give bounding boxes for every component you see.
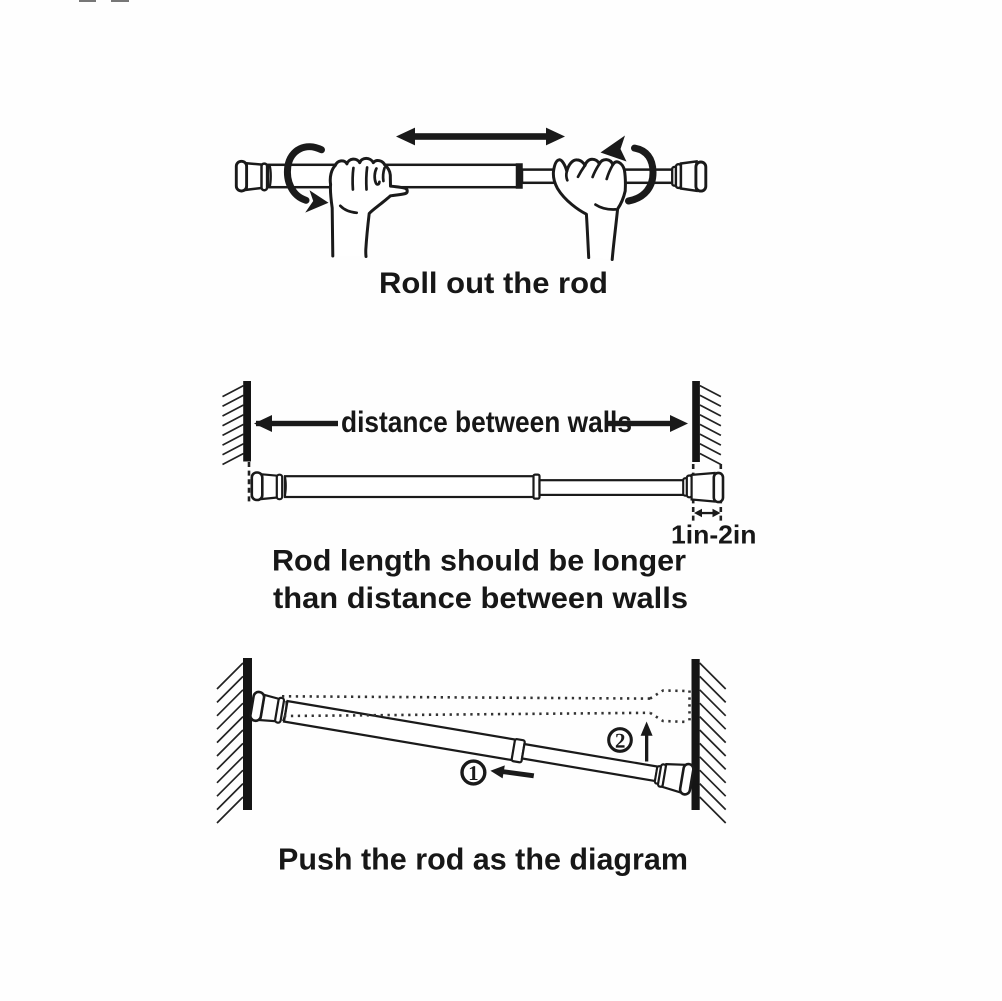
svg-text:Rod length should be longer: Rod length should be longer [272,545,686,578]
svg-text:than distance between walls: than distance between walls [273,582,688,615]
svg-text:distance between walls: distance between walls [341,406,632,439]
svg-text:Roll out the rod: Roll out the rod [379,267,608,300]
svg-text:1in-2in: 1in-2in [671,520,757,550]
svg-text:Push the rod as the diagram: Push the rod as the diagram [278,843,688,877]
